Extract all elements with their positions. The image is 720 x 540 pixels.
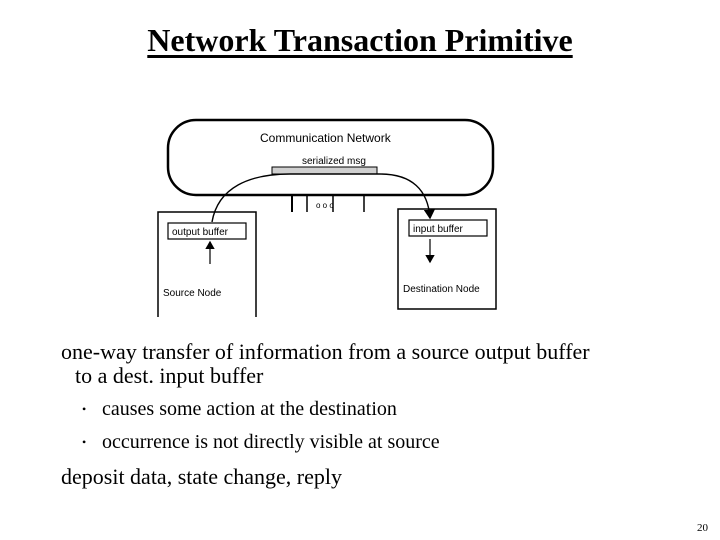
bullet-icon: • — [82, 402, 87, 416]
summary-line: deposit data, state change, reply — [61, 464, 343, 489]
serialized-msg-bar — [271, 166, 378, 175]
destination-node-label: Destination Node — [403, 284, 480, 295]
source-node-box — [157, 211, 257, 317]
communication-network-label: Communication Network — [260, 131, 392, 145]
page-number: 20 — [697, 522, 708, 534]
bullet-text: causes some action at the destination — [102, 398, 397, 420]
list-item: • causes some action at the destination — [82, 396, 440, 429]
main-statement: one-way transfer of information from a s… — [61, 340, 681, 388]
destination-node-box — [397, 208, 497, 310]
main-statement-line-1: one-way transfer of information from a s… — [61, 339, 590, 364]
bullet-icon: • — [82, 435, 87, 449]
main-statement-line-2: to a dest. input buffer — [75, 363, 264, 388]
source-node-label: Source Node — [163, 288, 222, 299]
network-diagram: Communication Network serialized msg o o… — [150, 112, 510, 317]
slide-title: Network Transaction Primitive — [147, 22, 573, 58]
input-buffer-label: input buffer — [413, 224, 464, 235]
list-item: • occurrence is not directly visible at … — [82, 429, 440, 462]
message-flow-arrow — [211, 173, 435, 223]
communication-network-box — [166, 118, 495, 197]
ellipsis-label: o o o — [316, 201, 334, 210]
input-buffer-box — [408, 219, 488, 237]
output-buffer-box — [167, 222, 247, 240]
bullet-text: occurrence is not directly visible at so… — [102, 431, 440, 453]
bullet-list: • causes some action at the destination … — [82, 396, 440, 462]
serialized-msg-label: serialized msg — [302, 156, 366, 167]
output-buffer-label: output buffer — [172, 227, 229, 238]
